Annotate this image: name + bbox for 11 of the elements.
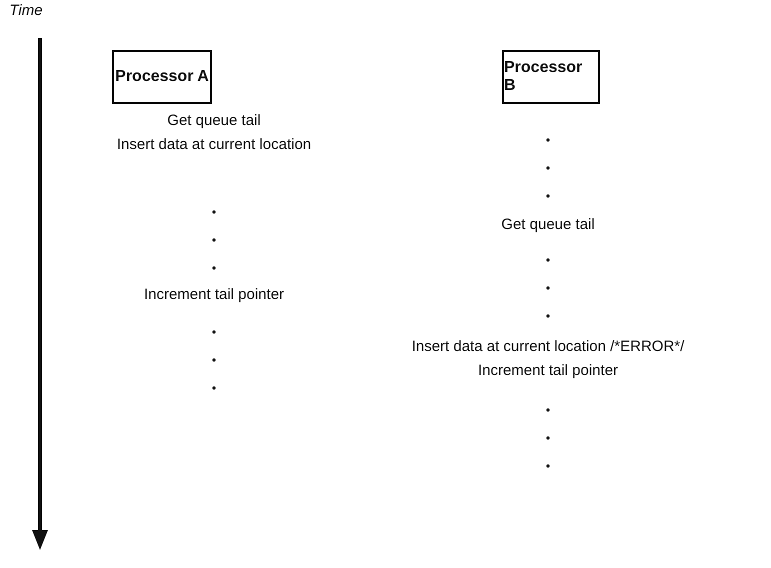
axis-label: Time — [9, 2, 43, 20]
step-text: Get queue tail — [501, 216, 595, 234]
step-text: Get queue tail — [167, 112, 261, 130]
processor-box — [502, 50, 600, 104]
step-text: Insert data at current location /*ERROR*/ — [412, 338, 684, 356]
processor-name: Processor A — [115, 68, 209, 86]
step-text: Increment tail pointer — [478, 362, 618, 380]
step-text: Insert data at current location — [116, 136, 312, 154]
processor-box — [112, 50, 212, 104]
step-text: Increment tail pointer — [144, 286, 284, 304]
processor-name: Processor B — [504, 59, 584, 95]
